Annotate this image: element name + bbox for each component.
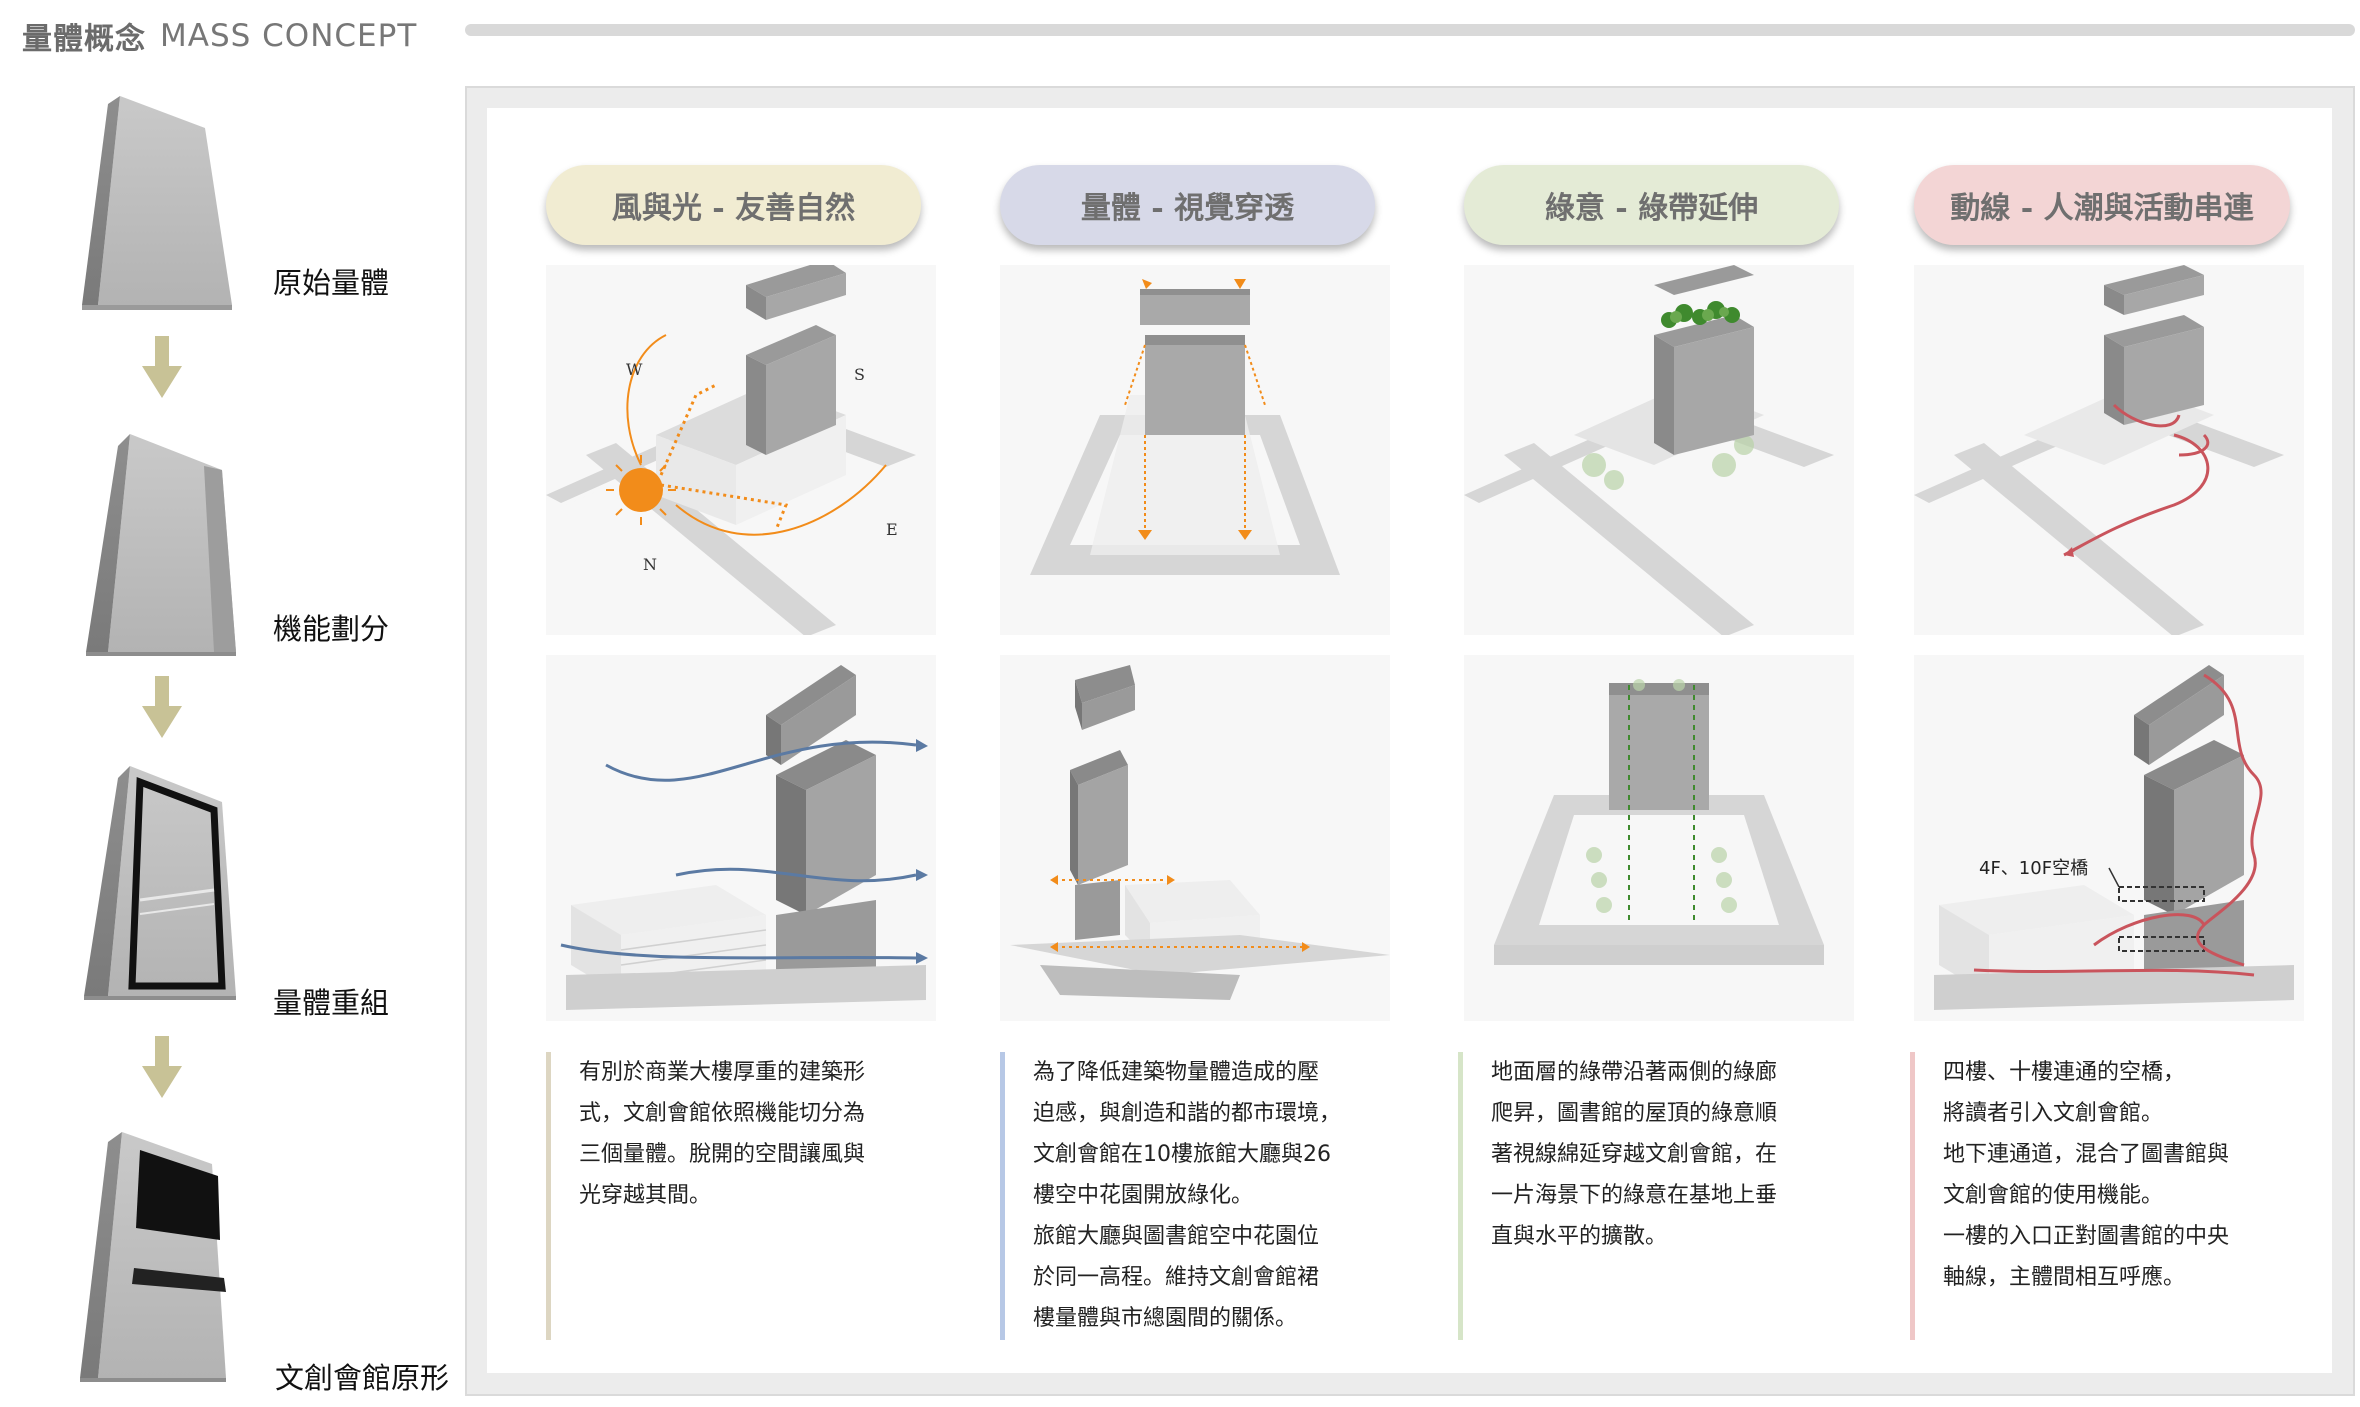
function-division-mass	[86, 434, 236, 656]
column-title-circulation: 動線 - 人潮與活動串連	[1914, 165, 2290, 245]
description-mass-transparency: 為了降低建築物量體造成的壓 迫感，與創造和諧的都市環境， 文創會館在10樓旅館大…	[1000, 1052, 1400, 1340]
description-wind-light: 有別於商業大樓厚重的建築形 式，文創會館依照機能切分為 三個量體。脫開的空間讓風…	[546, 1052, 926, 1340]
description-line: 軸線，主體間相互呼應。	[1943, 1265, 2186, 1290]
description-line: 為了降低建築物量體造成的壓	[1033, 1060, 1320, 1085]
description-line: 一片海景下的綠意在基地上垂	[1491, 1183, 1778, 1208]
diagram-wind-section	[546, 655, 936, 1021]
header-divider	[465, 24, 2355, 36]
description-line: 文創會館的使用機能。	[1943, 1183, 2164, 1208]
description-line: 於同一高程。維持文創會館裙	[1033, 1265, 1320, 1290]
description-line: 樓空中花園開放綠化。	[1033, 1183, 1254, 1208]
description-line: 直與水平的擴散。	[1491, 1224, 1668, 1249]
diagram-green-section	[1464, 655, 1854, 1021]
description-line: 四樓、十樓連通的空橋，	[1943, 1060, 2186, 1085]
compass-e-label: E	[886, 520, 898, 539]
description-green-extension: 地面層的綠帶沿著兩側的綠廊 爬昇，圖書館的屋頂的綠意順 著視線綿延穿越文創會館，…	[1458, 1052, 1858, 1340]
column-title-mass-transparency: 量體 - 視覺穿透	[1000, 165, 1375, 245]
recombination-mass	[84, 766, 236, 1000]
diagram-wind-light-axon: W S E N	[546, 265, 936, 635]
diagram-green-extension-axon	[1464, 265, 1854, 635]
bridge-label: 4F、10F空橋	[1979, 858, 2088, 879]
diagram-circulation-section: 4F、10F空橋	[1914, 655, 2304, 1021]
description-line: 將讀者引入文創會館。	[1943, 1101, 2164, 1126]
mass-evolution-diagram	[80, 96, 236, 1382]
prototype-mass	[80, 1132, 226, 1382]
down-arrow-icon	[142, 676, 182, 738]
description-line: 旅館大廳與圖書館空中花園位	[1033, 1224, 1320, 1249]
description-line: 式，文創會館依照機能切分為	[579, 1101, 866, 1126]
down-arrow-icon	[142, 336, 182, 398]
diagram-circulation-axon	[1914, 265, 2304, 635]
compass-w-label: W	[626, 360, 643, 379]
description-line: 一樓的入口正對圖書館的中央	[1943, 1224, 2230, 1249]
description-line: 三個量體。脫開的空間讓風與	[579, 1142, 866, 1167]
compass-n-label: N	[643, 555, 657, 574]
compass-s-label: S	[854, 365, 865, 384]
description-line: 文創會館在10樓旅館大廳與26	[1033, 1142, 1331, 1167]
column-title-wind-light: 風與光 - 友善自然	[546, 165, 921, 245]
step-label-recombine: 量體重組	[273, 986, 390, 1020]
description-line: 爬昇，圖書館的屋頂的綠意順	[1491, 1101, 1778, 1126]
description-line: 有別於商業大樓厚重的建築形	[579, 1060, 866, 1085]
title-chinese: 量體概念	[22, 22, 146, 57]
title-english: MASS CONCEPT	[160, 18, 418, 54]
description-line: 著視線綿延穿越文創會館，在	[1491, 1142, 1778, 1167]
step-label-function: 機能劃分	[273, 612, 390, 646]
column-title-green-extension: 綠意 - 綠帶延伸	[1464, 165, 1839, 245]
description-line: 地下連通道，混合了圖書館與	[1943, 1142, 2230, 1167]
step-label-original: 原始量體	[273, 266, 390, 300]
page-title: 量體概念 MASS CONCEPT	[22, 8, 417, 64]
down-arrow-icon	[142, 1036, 182, 1098]
description-line: 樓量體與市總園間的關係。	[1033, 1306, 1298, 1331]
diagram-transparency-section	[1000, 655, 1390, 1021]
diagram-mass-transparency-axon	[1000, 265, 1390, 635]
description-line: 地面層的綠帶沿著兩側的綠廊	[1491, 1060, 1778, 1085]
description-line: 光穿越其間。	[579, 1183, 712, 1208]
original-mass	[82, 96, 232, 310]
description-circulation: 四樓、十樓連通的空橋， 將讀者引入文創會館。 地下連通道，混合了圖書館與 文創會…	[1910, 1052, 2310, 1340]
step-label-prototype: 文創會館原形	[275, 1361, 450, 1395]
description-line: 迫感，與創造和諧的都市環境，	[1033, 1101, 1342, 1126]
